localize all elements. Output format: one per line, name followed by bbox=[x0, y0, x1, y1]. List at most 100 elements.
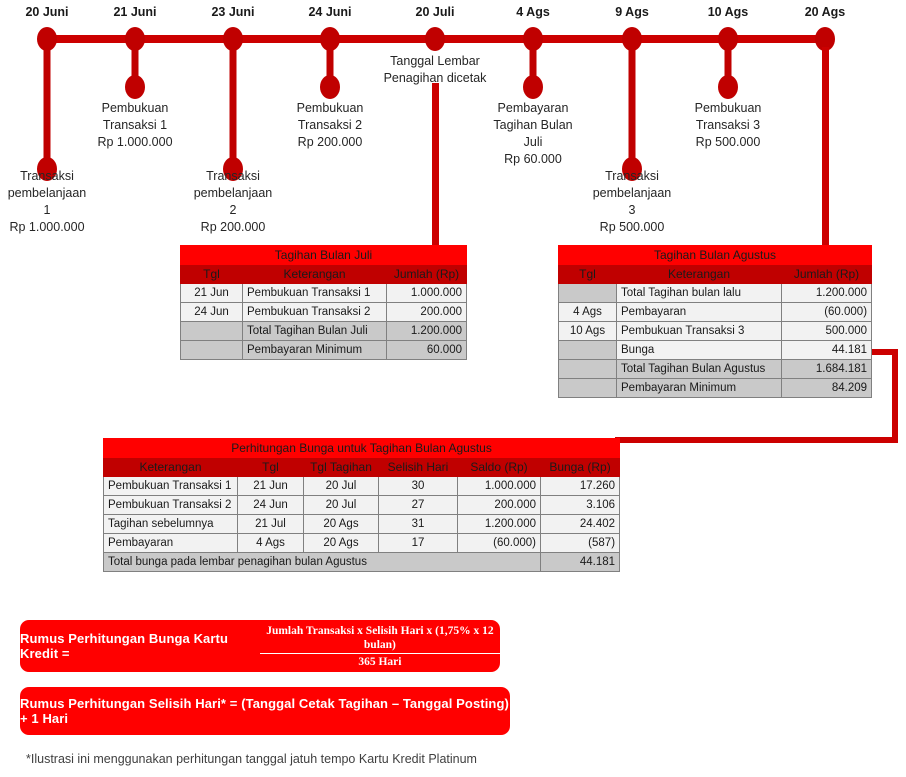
table-juli-cell-jumlah: 1.000.000 bbox=[386, 283, 467, 303]
table-agustus-cell-tgl: 4 Ags bbox=[558, 302, 617, 322]
table-tagihan-agustus: Tagihan Bulan Agustus Tgl Keterangan Jum… bbox=[557, 245, 873, 398]
table-juli-cell-jumlah: 1.200.000 bbox=[386, 321, 467, 341]
table-bunga-cell-keterangan: Pembukuan Transaksi 1 bbox=[103, 476, 238, 496]
timeline-date-label: 23 Juni bbox=[211, 5, 255, 19]
table-bunga-cell-bunga: 24.402 bbox=[539, 514, 621, 534]
table-bunga-cell-tgl: 4 Ags bbox=[237, 533, 304, 553]
table-tagihan-juli: Tagihan Bulan Juli Tgl Keterangan Jumlah… bbox=[180, 245, 467, 360]
table-juli-cell-keterangan: Pembukuan Transaksi 1 bbox=[242, 283, 387, 303]
table-bunga-col-tgl: Tgl bbox=[237, 457, 304, 477]
timeline-end-dot bbox=[718, 75, 738, 99]
table-agustus-cell-keterangan: Bunga bbox=[616, 340, 782, 360]
table-bunga-cell-tgl-tagihan: 20 Jul bbox=[303, 476, 379, 496]
formula-bunga-denominator: 365 Hari bbox=[358, 655, 402, 668]
table-juli-title-row: Tagihan Bulan Juli bbox=[180, 245, 467, 265]
table-bunga-cell-bunga: 3.106 bbox=[539, 495, 621, 515]
timeline-end-dot bbox=[223, 157, 243, 181]
table-juli-cell-jumlah: 60.000 bbox=[386, 340, 467, 360]
table-juli-cell-jumlah: 200.000 bbox=[386, 302, 467, 322]
table-bunga-title-row: Perhitungan Bunga untuk Tagihan Bulan Ag… bbox=[102, 438, 621, 458]
table-agustus-cell-tgl bbox=[558, 340, 617, 360]
table-bunga-cell-tgl-tagihan: 20 Ags bbox=[303, 514, 379, 534]
timeline-stem bbox=[628, 39, 636, 169]
table-agustus-cell-tgl bbox=[558, 283, 617, 303]
timeline-end-dot bbox=[37, 157, 57, 181]
timeline-stem bbox=[724, 39, 732, 87]
table-bunga-cell-tgl: 21 Jul bbox=[237, 514, 304, 534]
timeline-stem bbox=[326, 39, 334, 87]
table-bunga-cell-saldo: 1.200.000 bbox=[457, 514, 541, 534]
timeline-end-dot bbox=[622, 157, 642, 181]
table-juli-col-jumlah: Jumlah (Rp) bbox=[386, 264, 467, 284]
table-agustus-cell-keterangan: Pembayaran bbox=[616, 302, 782, 322]
table-bunga-col-bunga: Bunga (Rp) bbox=[539, 457, 621, 477]
table-bunga-col-keterangan: Keterangan bbox=[103, 457, 238, 477]
table-agustus-title-row: Tagihan Bulan Agustus bbox=[557, 245, 873, 265]
table-agustus-cell-tgl bbox=[558, 359, 617, 379]
table-bunga-cell-tgl-tagihan: 20 Ags bbox=[303, 533, 379, 553]
table-agustus-cell-jumlah: 500.000 bbox=[780, 321, 873, 341]
table-bunga-total-value: 44.181 bbox=[539, 552, 621, 572]
connector-agustus-vertical bbox=[822, 47, 829, 245]
table-agustus-cell-jumlah: 44.181 bbox=[780, 340, 873, 360]
table-agustus-col-keterangan: Keterangan bbox=[616, 264, 782, 284]
table-bunga-col-saldo: Saldo (Rp) bbox=[457, 457, 541, 477]
table-bunga-cell-selisih-hari: 30 bbox=[378, 476, 458, 496]
table-juli-col-keterangan: Keterangan bbox=[242, 264, 387, 284]
formula-box-bunga: Rumus Perhitungan Bunga Kartu Kredit = J… bbox=[20, 620, 500, 672]
table-bunga-total-label: Total bunga pada lembar penagihan bulan … bbox=[103, 552, 541, 572]
table-bunga-header-row: Keterangan Tgl Tgl Tagihan Selisih Hari … bbox=[103, 457, 621, 477]
table-bunga-title: Perhitungan Bunga untuk Tagihan Bulan Ag… bbox=[102, 438, 621, 458]
formula-box-selisih-hari: Rumus Perhitungan Selisih Hari* = (Tangg… bbox=[20, 687, 510, 735]
timeline-date-label: 24 Juni bbox=[308, 5, 352, 19]
timeline-date-label: 4 Ags bbox=[516, 5, 550, 19]
table-agustus-col-jumlah: Jumlah (Rp) bbox=[780, 264, 873, 284]
timeline-stem bbox=[229, 39, 237, 169]
table-juli-cell-keterangan: Total Tagihan Bulan Juli bbox=[242, 321, 387, 341]
table-agustus-cell-jumlah: 84.209 bbox=[780, 378, 873, 398]
timeline-end-dot bbox=[320, 75, 340, 99]
table-bunga-cell-saldo: 1.000.000 bbox=[457, 476, 541, 496]
table-juli-cell-keterangan: Pembayaran Minimum bbox=[242, 340, 387, 360]
table-juli-title: Tagihan Bulan Juli bbox=[180, 245, 467, 265]
timeline-date-label: 9 Ags bbox=[615, 5, 649, 19]
table-juli-cell-keterangan: Pembukuan Transaksi 2 bbox=[242, 302, 387, 322]
table-agustus-col-tgl: Tgl bbox=[558, 264, 617, 284]
table-juli-header-row: Tgl Keterangan Jumlah (Rp) bbox=[180, 264, 467, 284]
table-agustus-cell-keterangan: Pembayaran Minimum bbox=[616, 378, 782, 398]
table-bunga-total-row: Total bunga pada lembar penagihan bulan … bbox=[103, 552, 621, 572]
table-bunga-col-tgl-tagihan: Tgl Tagihan bbox=[303, 457, 379, 477]
timeline-dot bbox=[815, 27, 835, 51]
table-bunga-cell-keterangan: Pembayaran bbox=[103, 533, 238, 553]
table-agustus-title: Tagihan Bulan Agustus bbox=[557, 245, 873, 265]
table-bunga-cell-selisih-hari: 17 bbox=[378, 533, 458, 553]
formula-bunga-label: Rumus Perhitungan Bunga Kartu Kredit = bbox=[20, 631, 229, 661]
table-bunga-cell-tgl-tagihan: 20 Jul bbox=[303, 495, 379, 515]
table-bunga-cell-bunga: 17.260 bbox=[539, 476, 621, 496]
table-bunga-col-selisih-hari: Selisih Hari bbox=[378, 457, 458, 477]
table-bunga-cell-selisih-hari: 27 bbox=[378, 495, 458, 515]
timeline-end-dot bbox=[523, 75, 543, 99]
table-agustus-cell-jumlah: (60.000) bbox=[780, 302, 873, 322]
table-agustus-header-row: Tgl Keterangan Jumlah (Rp) bbox=[558, 264, 873, 284]
timeline-date-label: 20 Ags bbox=[804, 5, 846, 19]
